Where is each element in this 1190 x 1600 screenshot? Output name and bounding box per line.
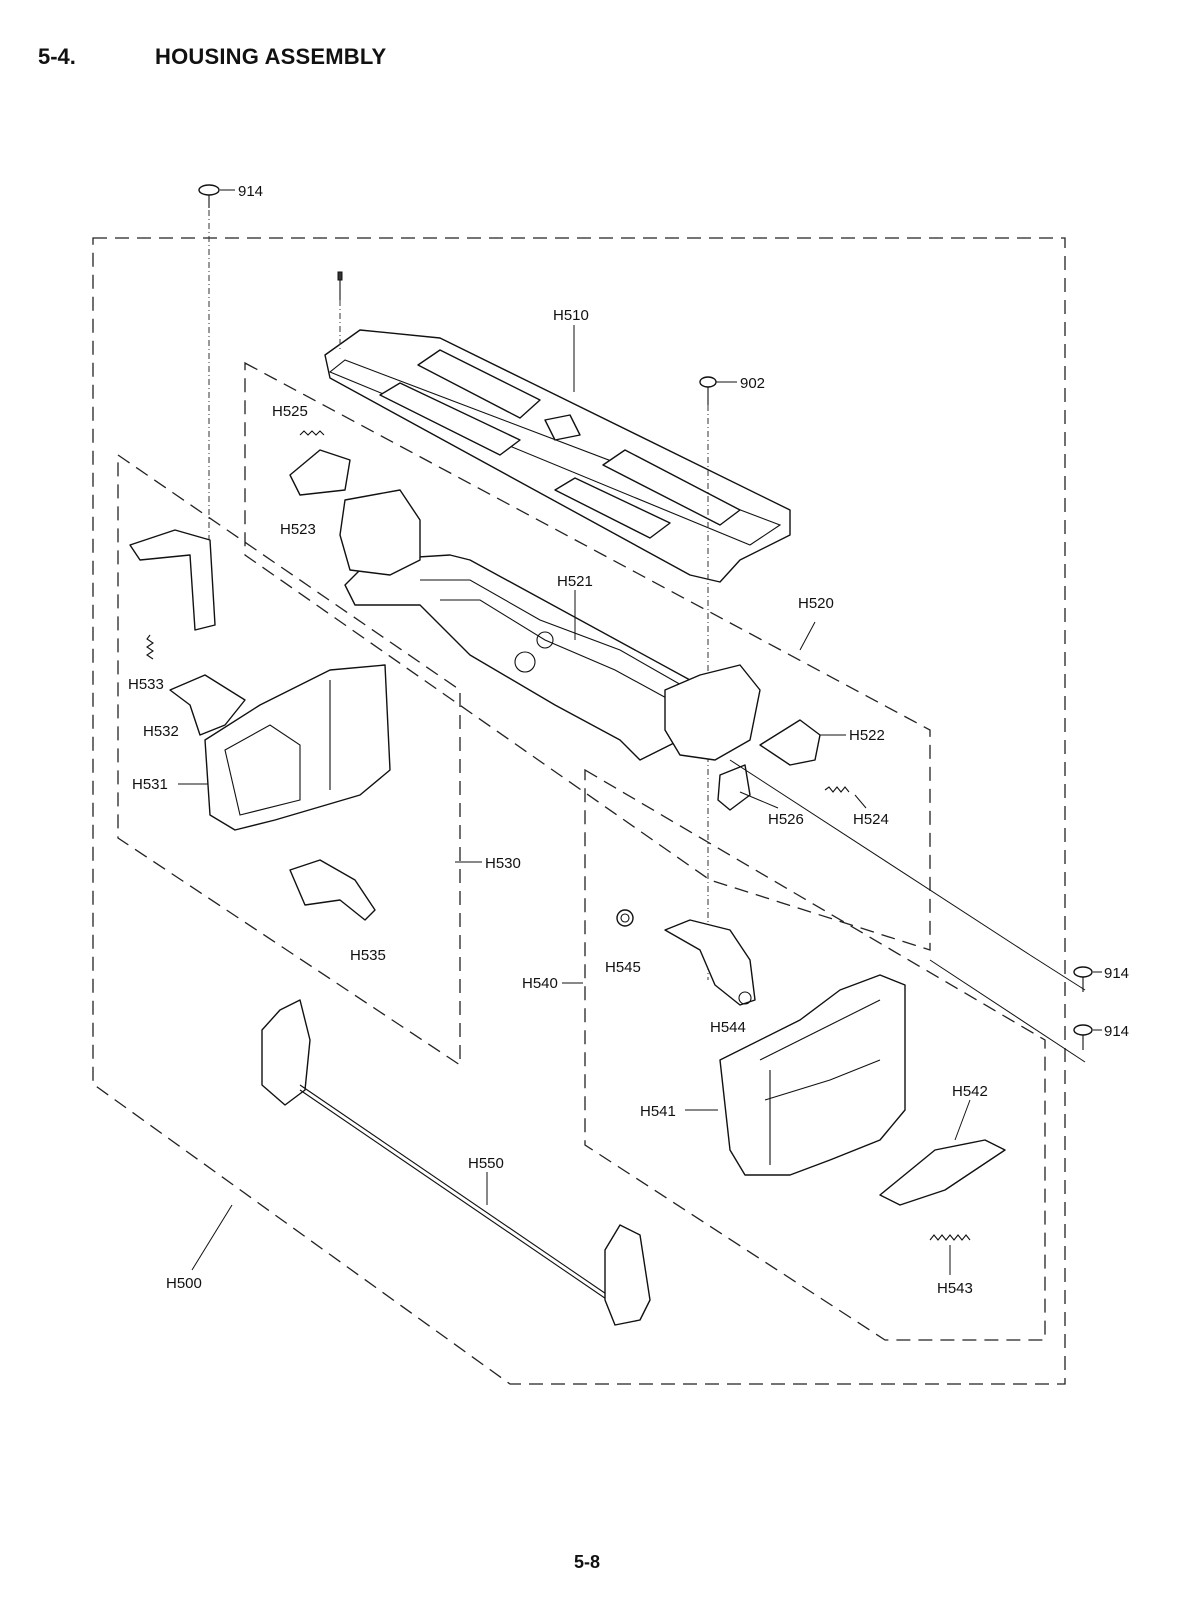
callout-H545: H545 — [605, 959, 641, 976]
part-H541-housing — [719, 974, 906, 1176]
section-number: 5-4. — [38, 44, 76, 69]
callout-H542: H542 — [952, 1083, 988, 1100]
part-H522-lever — [759, 719, 821, 766]
callout-H520: H520 — [798, 595, 834, 612]
screw-914-right-2 — [929, 959, 1102, 1063]
leader-H526 — [739, 791, 779, 809]
callout-H535: H535 — [350, 947, 386, 964]
callout-H550: H550 — [468, 1155, 504, 1172]
part-H525-spring — [299, 430, 325, 436]
boundary-H530 — [117, 453, 461, 1067]
part-H543-spring — [929, 1234, 971, 1241]
part-H520-side-block — [664, 664, 761, 761]
callout-H540: H540 — [522, 975, 558, 992]
part-H532-lever — [169, 674, 246, 736]
section-title: HOUSING ASSEMBLY — [155, 44, 387, 69]
part-H521-frame — [344, 554, 721, 761]
boundary-H520 — [244, 361, 931, 951]
leader-H500 — [191, 1204, 233, 1271]
part-H523-bracket — [289, 449, 421, 576]
callout-H525: H525 — [272, 403, 308, 420]
part-H524-spring — [824, 786, 850, 793]
part-H545-ring — [616, 909, 634, 927]
leader-H542 — [954, 1099, 971, 1141]
callout-H500: H500 — [166, 1275, 202, 1292]
part-H542-lever — [879, 1139, 1006, 1206]
callout-H531: H531 — [132, 776, 168, 793]
callout-H543: H543 — [937, 1280, 973, 1297]
callout-H533: H533 — [128, 676, 164, 693]
callout-H532: H532 — [143, 723, 179, 740]
part-H526-clip — [717, 764, 751, 811]
part-H531-top-lever — [129, 529, 216, 631]
callout-902: 902 — [740, 375, 765, 392]
page-number: 5-8 — [574, 1552, 601, 1572]
callout-H526: H526 — [768, 811, 804, 828]
boundary-H540 — [584, 768, 1046, 1341]
part-H550-shaft — [261, 999, 651, 1326]
part-H535-lever — [289, 859, 376, 921]
callout-914-right-1: 914 — [1104, 965, 1129, 982]
callout-H521: H521 — [557, 573, 593, 590]
part-H533-spring — [146, 634, 154, 660]
part-H510-top-plate — [324, 271, 791, 583]
callout-H544: H544 — [710, 1019, 746, 1036]
callout-H530: H530 — [485, 855, 521, 872]
boundary-H500 — [92, 237, 1066, 1385]
part-H544-lever — [664, 919, 756, 1006]
callout-H523: H523 — [280, 521, 316, 538]
callout-H510: H510 — [553, 307, 589, 324]
callout-914-right-2: 914 — [1104, 1023, 1129, 1040]
callout-H541: H541 — [640, 1103, 676, 1120]
leader-H520 — [799, 621, 816, 651]
screw-914-right-1 — [729, 759, 1102, 992]
leader-H524 — [854, 794, 867, 809]
part-H531-frame — [204, 664, 391, 831]
callout-H524: H524 — [853, 811, 889, 828]
callout-914-top: 914 — [238, 183, 263, 200]
callout-H522: H522 — [849, 727, 885, 744]
